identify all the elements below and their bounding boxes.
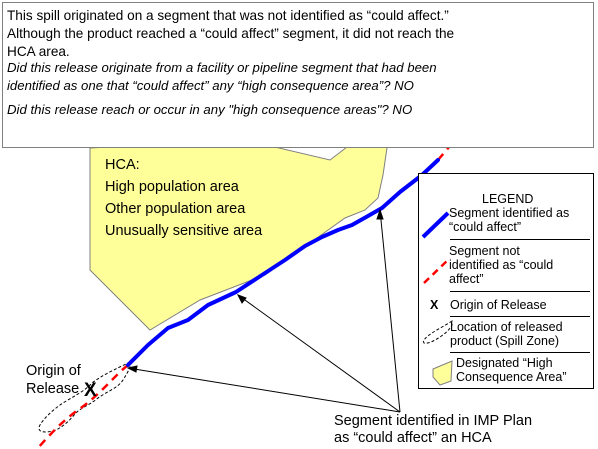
legend-not-identified-swatch (423, 257, 451, 284)
legend-hca-line-1: Designated “High (456, 356, 553, 370)
callout-line-2: as “could affect” an HCA (334, 430, 492, 446)
question-2: Did this release reach or occur in any "… (7, 102, 413, 117)
legend-box (418, 173, 594, 389)
legend-spill-line-1: Location of released (450, 320, 563, 334)
hca-title: HCA: (105, 157, 140, 173)
hca-item-other-population: Other population area (105, 201, 246, 217)
origin-label-line-1: Origin of (26, 363, 81, 379)
legend-not-identified-line-1: Segment not (449, 244, 520, 258)
explanation-line-2: Although the product reached a “could af… (7, 26, 455, 41)
legend-hca-swatch (432, 360, 453, 386)
legend-spill-swatch (423, 320, 453, 344)
legend-not-identified-line-2: identified as “could (449, 258, 554, 272)
legend-hca-line-2: Consequence Area” (456, 370, 567, 384)
explanation-line-1: This spill originated on a segment that … (7, 8, 449, 23)
question-1-line-1: Did this release originate from a facili… (7, 60, 437, 75)
origin-label-line-2: Release (26, 381, 80, 397)
hca-item-high-population: High population area (105, 179, 239, 195)
legend-divider (450, 352, 590, 353)
question-1-line-2: identified as one that “could affect” an… (7, 78, 414, 93)
legend-could-affect-line-2: “could affect” (449, 220, 522, 234)
segment-could-affect (126, 158, 440, 367)
explanation-line-3: HCA area. (7, 44, 70, 59)
legend-origin-marker: X (430, 298, 439, 312)
origin-marker: X (84, 380, 97, 401)
legend-could-affect-line-1: Segment identified as (449, 206, 570, 220)
hca-item-unusually-sensitive: Unusually sensitive area (105, 223, 263, 239)
legend-spill-line-2: product (Spill Zone) (450, 334, 560, 348)
segment-not-identified (37, 364, 129, 449)
callout-arrows (126, 208, 401, 413)
legend-divider (450, 291, 590, 292)
legend-divider (450, 316, 590, 317)
legend-origin-label: Origin of Release (450, 298, 547, 312)
hca-area (89, 127, 388, 331)
callout-line-1: Segment identified in IMP Plan (334, 413, 533, 429)
legend-not-identified-line-3: affect” (449, 272, 484, 286)
legend-title: LEGEND (482, 192, 534, 206)
legend-divider (450, 239, 590, 240)
legend-could-affect-swatch (421, 211, 450, 239)
legend-symbols (421, 211, 453, 386)
explanation-box (2, 2, 594, 148)
